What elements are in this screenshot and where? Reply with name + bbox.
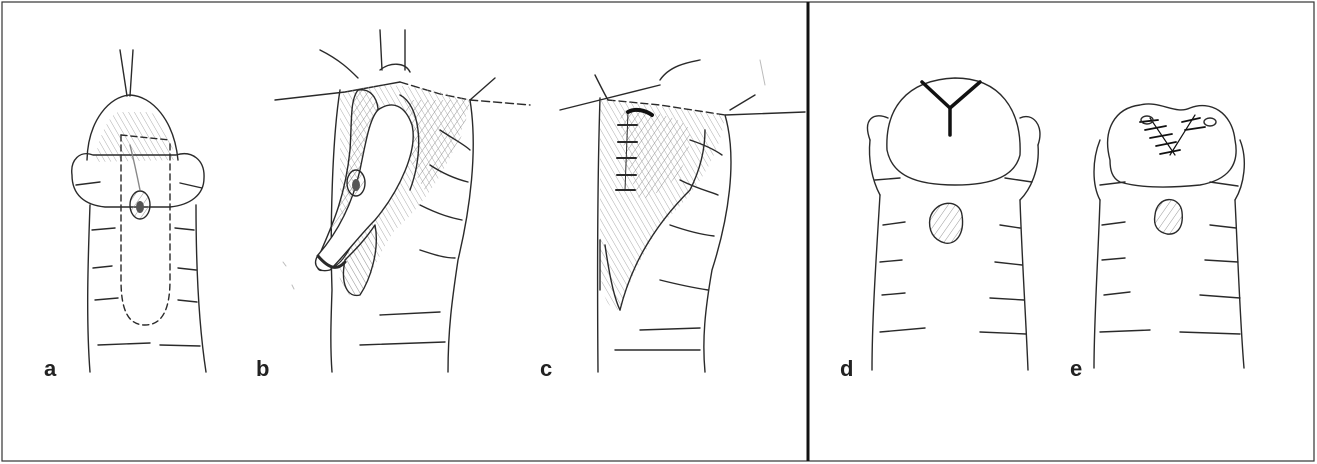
panel-label-e: e [1070,356,1082,382]
drawing-e [1094,104,1244,368]
drawing-c [560,60,805,372]
panel-label-b: b [256,356,269,382]
panel-label-d: d [840,356,853,382]
panel-label-c: c [540,356,552,382]
panel-label-a: a [44,356,56,382]
drawing-d [868,78,1040,370]
drawing-b [275,30,530,372]
drawing-a [72,50,206,372]
